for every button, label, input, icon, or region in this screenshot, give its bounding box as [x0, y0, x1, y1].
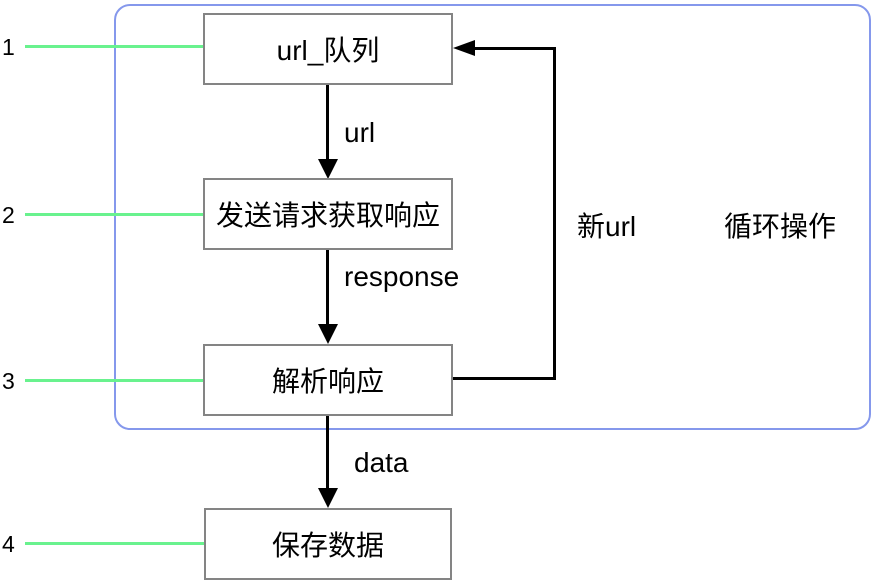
step-connector-line-3: [25, 379, 204, 382]
step-number-2: 2: [2, 202, 15, 228]
arrow-response-line: [326, 250, 329, 326]
arrow-data-line: [326, 416, 329, 490]
loop-region-container: [114, 4, 871, 430]
edge-label-data: data: [354, 447, 409, 478]
arrow-url-arrowhead-icon: [318, 159, 338, 179]
annotation-loop-operation: 循环操作: [724, 211, 837, 242]
edge-label-url: url: [344, 117, 376, 148]
arrow-url-line: [326, 85, 329, 161]
node-save-data-label: 保存数据: [271, 530, 384, 561]
node-parse-response-label: 解析响应: [271, 366, 384, 397]
edge-label-new-url: 新url: [577, 211, 637, 242]
step-connector-line-2: [25, 213, 203, 216]
step-number-3: 3: [2, 368, 15, 394]
loop-arrowhead-icon: [453, 40, 475, 56]
loop-arrow-top-segment: [473, 47, 556, 50]
node-url-queue: url_队列: [203, 13, 453, 85]
arrow-data-arrowhead-icon: [318, 488, 338, 508]
node-send-request: 发送请求获取响应: [203, 178, 453, 250]
loop-arrow-bottom-segment: [452, 377, 556, 380]
step-connector-line-1: [25, 45, 203, 48]
edge-label-response: response: [344, 261, 460, 292]
node-url-queue-label: url_队列: [276, 35, 380, 66]
node-send-request-label: 发送请求获取响应: [215, 200, 440, 231]
step-connector-line-4: [25, 542, 204, 545]
arrow-response-arrowhead-icon: [318, 324, 338, 344]
step-number-4: 4: [2, 531, 15, 557]
loop-arrow-vertical-segment: [553, 47, 556, 380]
step-number-1: 1: [2, 34, 15, 60]
node-save-data: 保存数据: [204, 508, 452, 580]
node-parse-response: 解析响应: [203, 344, 453, 416]
